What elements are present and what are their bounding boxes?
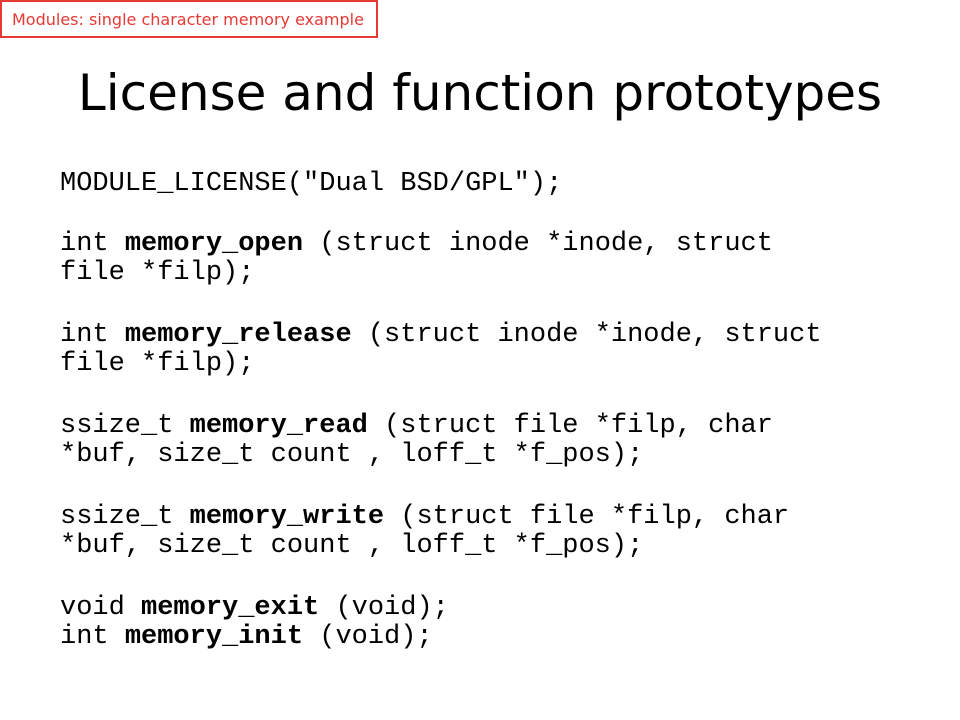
memory-release-prototype-continuation: file *filp);: [60, 349, 255, 379]
module-license-line: MODULE_LICENSE("Dual BSD/GPL");: [60, 169, 563, 199]
parameters: (struct inode *inode, struct: [303, 229, 773, 259]
function-name: memory_write: [189, 502, 385, 532]
code-block: MODULE_LICENSE("Dual BSD/GPL"); int memo…: [60, 170, 940, 652]
function-name: memory_open: [124, 229, 304, 259]
return-type: void: [60, 593, 142, 623]
memory-read-prototype: ssize_t memory_read (struct file *filp, …: [60, 412, 940, 441]
function-name: memory_init: [124, 622, 304, 652]
return-type: ssize_t: [60, 502, 190, 532]
memory-write-prototype: ssize_t memory_write (struct file *filp,…: [60, 503, 940, 532]
function-name: memory_exit: [141, 593, 320, 623]
return-type: ssize_t: [60, 411, 190, 441]
parameters: (void);: [319, 593, 449, 623]
return-type: int: [60, 229, 125, 259]
memory-read-prototype-continuation: *buf, size_t count , loff_t *f_pos);: [60, 440, 644, 470]
memory-release-prototype: int memory_release (struct inode *inode,…: [60, 321, 940, 350]
memory-open-prototype-continuation: file *filp);: [60, 258, 255, 288]
parameters: (struct inode *inode, struct: [351, 320, 822, 350]
memory-init-prototype: int memory_init (void);: [60, 623, 940, 652]
parameters: (void);: [303, 622, 433, 652]
function-name: memory_read: [189, 411, 368, 441]
parameters: (struct file *filp, char: [384, 502, 790, 532]
function-name: memory_release: [124, 320, 352, 350]
slide-title: License and function prototypes: [77, 64, 883, 122]
return-type: int: [60, 320, 125, 350]
memory-write-prototype-continuation: *buf, size_t count , loff_t *f_pos);: [60, 531, 644, 561]
memory-open-prototype: int memory_open (struct inode *inode, st…: [60, 230, 940, 259]
slide-section-tag: Modules: single character memory example: [0, 0, 378, 38]
return-type: int: [60, 622, 125, 652]
parameters: (struct file *filp, char: [367, 411, 773, 441]
memory-exit-prototype: void memory_exit (void);: [60, 594, 940, 623]
